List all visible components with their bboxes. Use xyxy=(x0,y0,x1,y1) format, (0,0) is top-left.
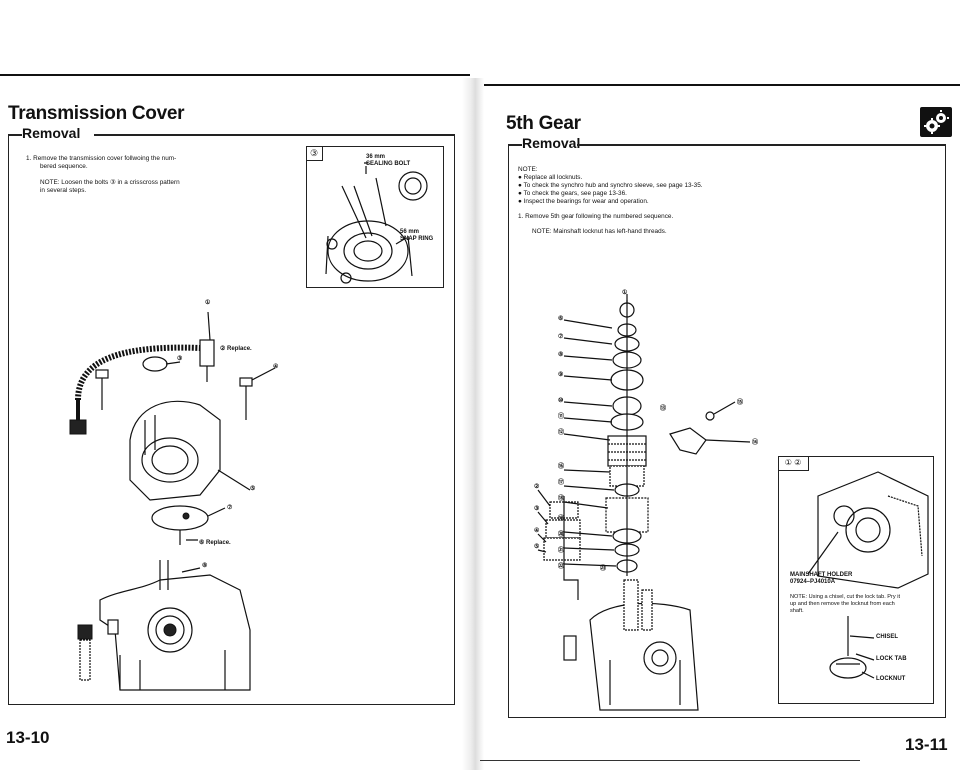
right-notes-block: NOTE: ● Replace all locknuts. ● To check… xyxy=(518,166,818,236)
right-inset-note-line3: shaft. xyxy=(790,608,804,614)
left-step-1: 1. Remove the transmission cover follwoi… xyxy=(26,155,266,195)
right-page-title: 5th Gear xyxy=(506,113,581,135)
left-exploded-illustration xyxy=(69,311,276,691)
left-page-title: Transmission Cover xyxy=(8,103,185,125)
right-inset-holder: MAINSHAFT HOLDER 07924–PJ4010A xyxy=(790,572,852,586)
left-heading-rule-b xyxy=(94,134,454,136)
right-inset-illustration xyxy=(807,471,929,679)
right-step-1-note: NOTE: Mainshaft locknut has left-hand th… xyxy=(532,228,667,235)
right-callout-14: ⑭ xyxy=(752,440,759,446)
right-title-text: 5th Gear xyxy=(506,113,581,134)
left-callout-2: ② Replace. xyxy=(220,346,252,352)
left-callout-4: ④ xyxy=(273,364,279,370)
left-title-text: Transmission Cover xyxy=(8,103,185,124)
right-inset-label: ① ② xyxy=(778,456,809,471)
left-inset-bolt-size: 36 mm xyxy=(366,154,386,160)
right-callout-4: ④ xyxy=(534,528,540,534)
right-callout-7: ⑦ xyxy=(558,334,564,340)
left-callout-3: ③ xyxy=(177,356,183,362)
left-page-number: 13-10 xyxy=(6,728,50,747)
left-inset-ring-size: 56 mm xyxy=(400,229,420,235)
right-callout-13: ⑬ xyxy=(660,406,667,412)
top-rule-left xyxy=(0,74,470,76)
bottom-rule-right xyxy=(480,760,860,761)
right-callout-10: ⑩ xyxy=(558,398,564,404)
right-callout-1: ① xyxy=(622,290,628,296)
left-content-frame xyxy=(8,134,455,705)
right-callout-2: ② xyxy=(534,484,540,490)
right-callout-16: ⑯ xyxy=(558,464,565,470)
right-inset-holder-name: MAINSHAFT HOLDER xyxy=(790,572,853,578)
right-inset-holder-part-number: 07924–PJ4010A xyxy=(790,579,836,585)
right-callout-9: ⑨ xyxy=(558,372,564,378)
left-step-1-line1: 1. Remove the transmission cover follwoi… xyxy=(26,155,177,162)
right-callout-18: ⑱ xyxy=(558,496,565,502)
gear-icon xyxy=(920,107,952,137)
right-inset-note: NOTE: Using a chisel, cut the lock tab. … xyxy=(790,594,930,615)
left-callout-5: ⑤ xyxy=(250,486,256,492)
right-inset-note-line1: NOTE: Using a chisel, cut the lock tab. … xyxy=(790,594,901,600)
left-note-line1: NOTE: Loosen the bolts ③ in a crisscross… xyxy=(40,179,180,186)
right-heading-rule-a xyxy=(508,144,522,146)
right-section-heading: Removal xyxy=(522,135,581,151)
left-heading-rule-a xyxy=(8,134,22,136)
right-callout-12: ⑫ xyxy=(558,430,565,436)
left-inset-bolt-name: SEALING BOLT xyxy=(366,161,411,167)
right-callout-15: ⑮ xyxy=(737,400,744,406)
left-callout-1: ① xyxy=(205,300,211,306)
right-note-heading: NOTE: xyxy=(518,166,538,173)
right-page-number: 13-11 xyxy=(905,735,948,754)
right-callout-22: ㉒ xyxy=(558,564,565,570)
right-inset-locknut-label: LOCKNUT xyxy=(876,676,906,682)
left-step-1-line2: bered sequence. xyxy=(40,163,88,170)
left-inset-ring-name: SNAP RING xyxy=(400,236,434,242)
right-inset-lock-tab-label: LOCK TAB xyxy=(876,656,907,662)
right-callout-23: ㉓ xyxy=(600,566,607,572)
right-note-item: ● Replace all locknuts. xyxy=(518,174,583,181)
right-inset-note-line2: up and then remove the locknut from each xyxy=(790,601,895,607)
left-callout-7: ⑦ xyxy=(227,505,233,511)
top-rule-right xyxy=(470,84,960,86)
left-inset-label: ③ xyxy=(306,146,323,161)
left-callout-6: ⑥ Replace. xyxy=(199,540,231,546)
right-callout-17: ⑰ xyxy=(558,480,565,486)
left-inset-bolt-callout: 36 mm SEALING BOLT xyxy=(366,154,410,168)
left-note-line2: in several steps. xyxy=(40,187,87,194)
right-callout-8: ⑧ xyxy=(558,352,564,358)
right-heading-rule-b xyxy=(577,144,945,146)
right-exploded-illustration xyxy=(537,294,751,711)
right-callout-19: ⑲ xyxy=(558,516,565,522)
left-inset-ring-callout: 56 mm SNAP RING xyxy=(400,229,433,243)
right-note-item: ● To check the synchro hub and synchro s… xyxy=(518,182,703,189)
right-note-item: ● Inspect the bearings for wear and oper… xyxy=(518,198,649,205)
left-callout-8: ⑧ xyxy=(202,563,208,569)
right-callout-21: ㉑ xyxy=(558,548,565,554)
right-step-1: 1. Remove 5th gear following the numbere… xyxy=(518,213,674,220)
page-spine xyxy=(462,78,484,770)
right-callout-20: ⑳ xyxy=(558,532,565,538)
right-callout-6: ⑥ xyxy=(558,316,564,322)
right-content-frame xyxy=(508,144,946,718)
right-note-item: ● To check the gears, see page 13-36. xyxy=(518,190,627,197)
right-callout-5: ⑤ xyxy=(534,544,540,550)
right-inset-chisel-label: CHISEL xyxy=(876,634,899,640)
right-inset-box xyxy=(778,456,934,704)
left-inset-box xyxy=(306,146,444,288)
right-callout-11: ⑪ xyxy=(558,414,565,420)
left-section-heading: Removal xyxy=(22,125,81,141)
left-inset-illustration xyxy=(325,162,428,284)
right-callout-3: ③ xyxy=(534,506,540,512)
